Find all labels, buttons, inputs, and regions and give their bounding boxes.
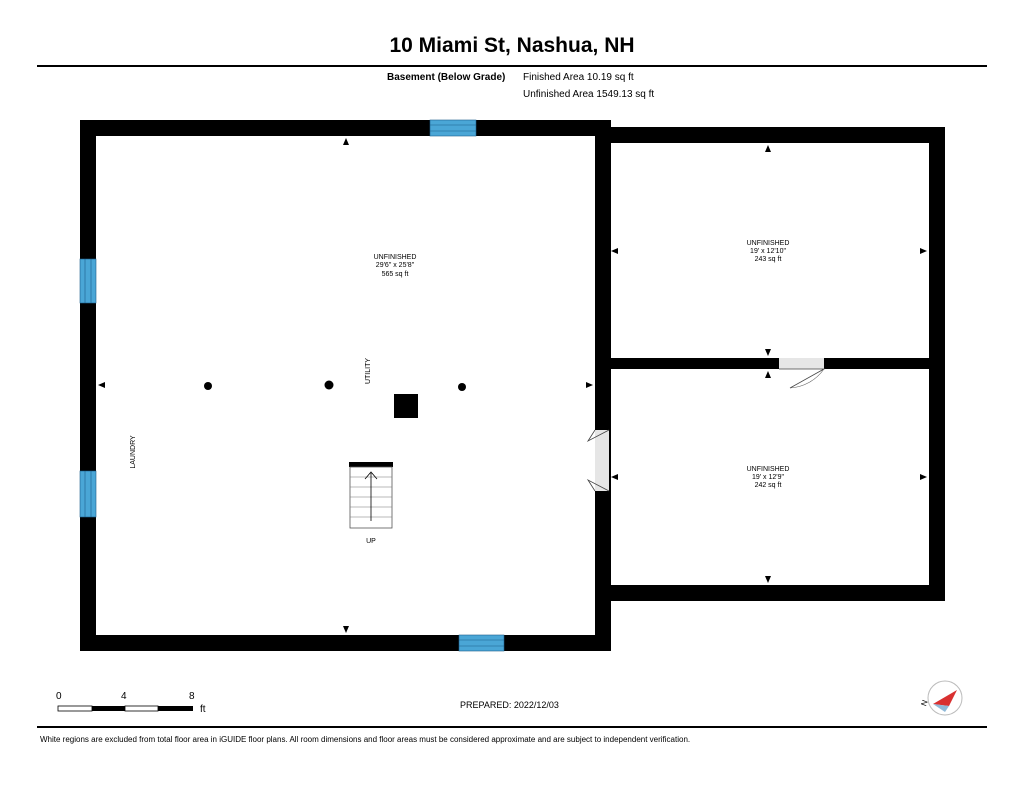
wall-right-bottom [595,585,945,601]
structural-elements [204,380,466,418]
dimension-markers [98,138,927,633]
page-title: 10 Miami St, Nashua, NH [389,34,635,57]
windows [79,119,505,652]
laundry-label: LAUNDRY [130,435,137,469]
footer-divider [37,726,987,728]
finished-area: Finished Area 10.19 sq ft [523,72,634,83]
window-top [429,119,477,137]
prepared-date: PREPARED: 2022/12/03 [460,700,559,710]
right-rooms-walls [595,127,945,601]
door-opening [595,430,609,491]
top-right-room-area: 243 sq ft [755,256,782,263]
window-bottom [458,634,505,652]
top-right-room-name: UNFINISHED [747,240,790,247]
swing-door [779,358,826,389]
level-label: Basement (Below Grade) [387,72,506,83]
post-3 [458,383,466,391]
main-room-dims: 29'6" x 25'8" [376,262,415,269]
unfinished-area: Unfinished Area 1549.13 sq ft [523,89,655,100]
stairs [349,462,393,529]
wall-top [80,120,611,136]
utility-label: UTILITY [365,358,372,384]
header-divider [37,65,987,67]
compass-icon: N [919,680,963,716]
wall-shared [595,120,611,651]
compass-north-label: N [919,699,930,708]
scale-tick-8: 8 [189,691,195,702]
scale-bar: ft [57,704,206,715]
chimney-column [394,394,418,418]
bottom-right-room-name: UNFINISHED [747,466,790,473]
post-1 [204,382,212,390]
main-room-walls [80,120,611,651]
double-door [586,429,610,492]
bottom-right-room-area: 242 sq ft [755,482,782,489]
bottom-right-room-dims: 19' x 12'9" [752,474,785,481]
wall-bottom [80,635,611,651]
scale-tick-0: 0 [56,691,62,702]
stairs-label: UP [366,538,376,545]
scale-tick-4: 4 [121,691,127,702]
top-right-room-dims: 19' x 12'10" [750,248,786,255]
disclaimer-text: White regions are excluded from total fl… [40,735,691,744]
wall-right-top [595,127,945,143]
main-room-area: 565 sq ft [382,271,409,278]
window-left-lower [79,470,97,518]
post-2 [324,380,334,390]
scale-unit: ft [200,704,206,715]
main-room-name: UNFINISHED [374,254,417,261]
wall-divider [595,358,945,369]
window-left-upper [79,258,97,304]
wall-left [80,120,96,651]
